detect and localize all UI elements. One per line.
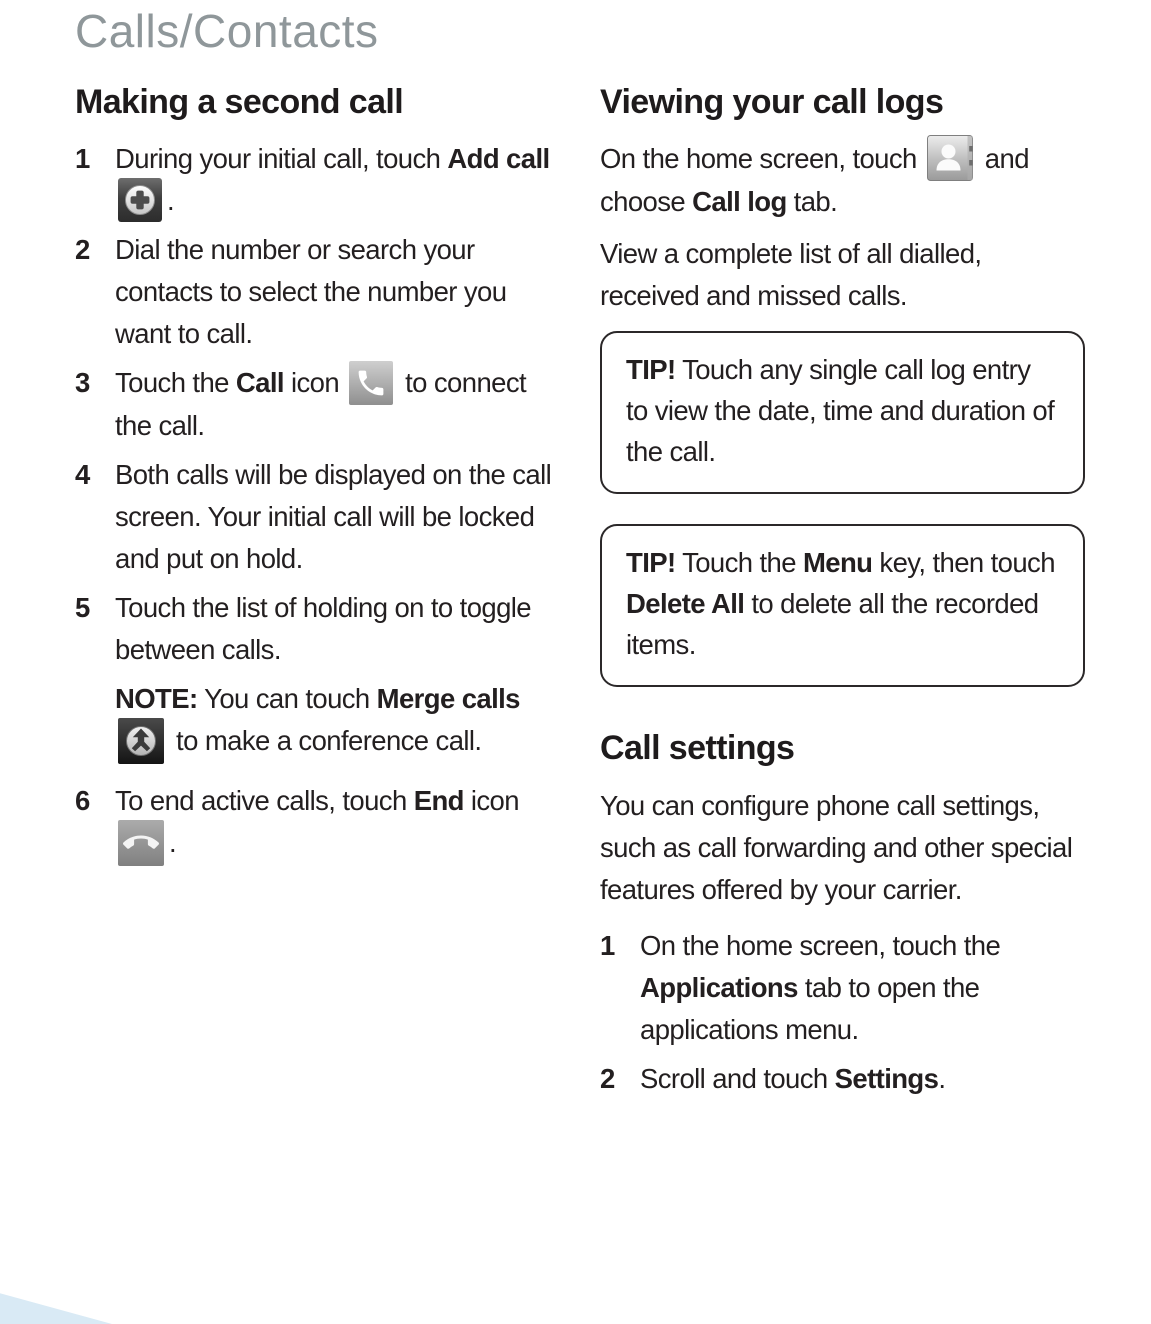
paragraph-segment: and choose xyxy=(600,142,1029,218)
contacts-book-icon xyxy=(926,135,973,182)
step-text: Touch the list of holding on to toggle b… xyxy=(115,587,562,764)
bold-term: Settings xyxy=(834,1062,939,1094)
step-text-segment: Scroll and touch xyxy=(640,1062,835,1094)
paragraph-segment: On the home screen, touch xyxy=(600,142,924,174)
step-text-segment: icon xyxy=(463,784,520,816)
manual-page: Calls/Contacts Making a second call 1 Du… xyxy=(75,5,1085,1107)
note-label: NOTE: xyxy=(115,683,198,715)
page-title: Calls/Contacts xyxy=(75,5,379,57)
merge-calls-icon xyxy=(118,717,164,764)
tip-text: TIP! Touch the Menu key, then touch Dele… xyxy=(626,547,1056,661)
step-number: 2 xyxy=(75,234,91,266)
step-note: NOTE: You can touch Merge calls to make … xyxy=(115,678,562,764)
bold-term: Add call xyxy=(447,142,550,174)
bold-term: Menu xyxy=(802,547,873,579)
tip-text-segment: Touch any single call log entry to view … xyxy=(626,354,1055,468)
end-call-icon xyxy=(118,819,164,866)
bold-term: Call xyxy=(235,367,285,399)
tip-text-segment: key, then touch xyxy=(872,547,1055,579)
step-item-5: 5 Touch the list of holding on to toggle… xyxy=(75,587,562,764)
step-item-2: 2 Scroll and touch Settings. xyxy=(600,1058,1085,1100)
heading-viewing-call-logs: Viewing your call logs xyxy=(600,82,944,121)
right-column: Viewing your call logs On the home scree… xyxy=(600,83,1085,1107)
step-text-segment: You can touch xyxy=(197,683,377,715)
step-text: Scroll and touch Settings. xyxy=(640,1058,1085,1100)
step-text-segment: To end active calls, touch xyxy=(115,784,414,816)
two-column-layout: Making a second call 1 During your initi… xyxy=(75,83,1085,1107)
step-item-4: 4 Both calls will be displayed on the ca… xyxy=(75,454,562,580)
add-call-icon xyxy=(118,178,162,223)
tip-box-delete-all: TIP! Touch the Menu key, then touch Dele… xyxy=(600,524,1085,688)
step-number: 2 xyxy=(600,1062,616,1094)
step-text-segment: tab to open the applications menu. xyxy=(640,971,980,1045)
step-text-segment: During your initial call, touch xyxy=(115,142,448,174)
call-logs-paragraph: On the home screen, touch and choose Cal… xyxy=(600,135,1085,224)
bold-term: End xyxy=(413,784,465,816)
step-text-segment: to make a conference call. xyxy=(169,725,482,757)
step-item-6: 6 To end active calls, touch End icon . xyxy=(75,780,562,866)
step-text-segment: . xyxy=(167,184,175,216)
heading-making-second-call: Making a second call xyxy=(75,82,404,121)
step-text-segment: . xyxy=(938,1062,946,1094)
step-text-segment: to connect the call. xyxy=(115,367,527,442)
step-number: 1 xyxy=(600,929,616,961)
step-item-1: 1 During your initial call, touch Add ca… xyxy=(75,138,562,223)
second-call-steps: 1 During your initial call, touch Add ca… xyxy=(75,138,562,866)
paragraph-segment: tab. xyxy=(786,186,838,218)
step-text-segment: . xyxy=(169,826,177,858)
step-text: Both calls will be displayed on the call… xyxy=(115,459,552,575)
page-corner-decoration xyxy=(0,1293,112,1324)
bold-term: Merge calls xyxy=(376,683,521,715)
left-column: Making a second call 1 During your initi… xyxy=(75,83,562,873)
step-number: 4 xyxy=(75,459,91,491)
step-text-segment: Touch the list of holding on to toggle b… xyxy=(115,592,532,666)
step-text-segment: On the home screen, touch the xyxy=(640,929,1001,961)
tip-text: TIP! Touch any single call log entry to … xyxy=(626,354,1055,468)
call-settings-steps: 1 On the home screen, touch the Applicat… xyxy=(600,925,1085,1100)
tip-text-segment: to delete all the recorded items. xyxy=(626,588,1039,661)
step-item-2: 2 Dial the number or search your contact… xyxy=(75,229,562,355)
step-number: 5 xyxy=(75,592,91,624)
call-settings-description: You can configure phone call settings, s… xyxy=(600,789,1073,905)
bold-term: Applications xyxy=(640,971,798,1003)
step-number: 1 xyxy=(75,142,91,174)
step-item-3: 3 Touch the Call icon to connect the cal… xyxy=(75,361,562,447)
step-item-1: 1 On the home screen, touch the Applicat… xyxy=(600,925,1085,1051)
step-number: 3 xyxy=(75,367,91,399)
tip-label: TIP! xyxy=(626,547,676,579)
step-text: During your initial call, touch Add call… xyxy=(115,138,562,223)
step-text-segment: icon xyxy=(283,367,347,399)
step-text: To end active calls, touch End icon . xyxy=(115,780,562,866)
call-icon xyxy=(349,361,394,406)
call-logs-description: View a complete list of all dialled, rec… xyxy=(600,238,982,312)
step-text: Touch the Call icon to connect the call. xyxy=(115,361,562,447)
tip-label: TIP! xyxy=(626,354,676,386)
bold-term: Call log xyxy=(692,186,787,218)
bold-term: Delete All xyxy=(626,588,745,620)
tip-text-segment: Touch the xyxy=(675,547,803,579)
step-text: On the home screen, touch the Applicatio… xyxy=(640,925,1085,1051)
heading-call-settings: Call settings xyxy=(600,729,795,768)
step-number: 6 xyxy=(75,784,91,816)
tip-box-call-log-entry: TIP! Touch any single call log entry to … xyxy=(600,331,1085,495)
step-text-segment: Touch the xyxy=(115,367,236,399)
step-text: Dial the number or search your contacts … xyxy=(115,234,507,350)
